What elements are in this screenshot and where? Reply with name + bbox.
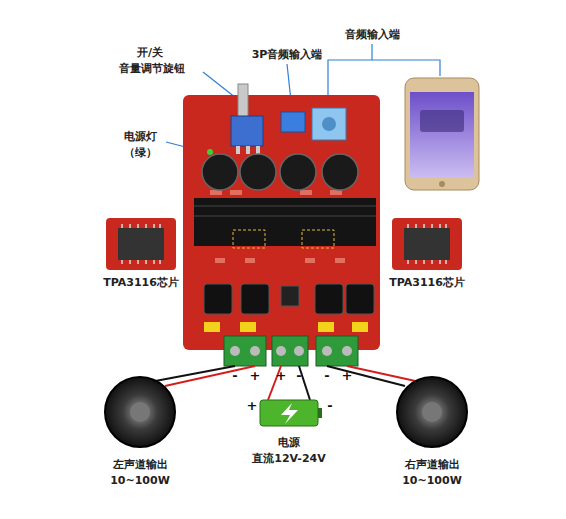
volume-knob bbox=[231, 84, 263, 154]
capacitors bbox=[202, 154, 358, 190]
inductors bbox=[204, 284, 374, 314]
heatsink bbox=[194, 198, 376, 248]
polarity-sign: + bbox=[342, 368, 353, 384]
callout-label: 电源灯 bbox=[124, 130, 157, 143]
polarity-sign: - bbox=[327, 398, 332, 414]
callout-label: 右声道输出 bbox=[405, 458, 460, 471]
pcb-board bbox=[183, 95, 380, 350]
callout-label: 电源 bbox=[278, 436, 300, 449]
polarity-sign: + bbox=[247, 398, 258, 414]
callout-label: （绿） bbox=[124, 146, 157, 159]
callout-label: 开/关 bbox=[137, 46, 163, 59]
battery bbox=[260, 400, 322, 426]
left-chip-icon bbox=[106, 218, 176, 270]
polarity-sign: - bbox=[324, 368, 329, 384]
polarity-sign: - bbox=[232, 368, 237, 384]
right-speaker bbox=[397, 377, 467, 447]
callout-label: 直流12V-24V bbox=[252, 452, 325, 465]
terminal-screws bbox=[230, 346, 352, 356]
power-led bbox=[207, 149, 213, 155]
speaker-wires bbox=[150, 366, 420, 400]
3p-connector bbox=[281, 112, 305, 132]
screw-terminals bbox=[224, 336, 358, 366]
callout-label: 音频输入端 bbox=[345, 28, 400, 41]
callout-label: 10~100W bbox=[402, 474, 462, 487]
callout-label: TPA3116芯片 bbox=[103, 276, 179, 289]
small-capacitors bbox=[204, 322, 368, 332]
callout-label: 10~100W bbox=[110, 474, 170, 487]
left-speaker bbox=[105, 377, 175, 447]
callout-label: 左声道输出 bbox=[113, 458, 168, 471]
callout-label: 音量调节旋钮 bbox=[119, 62, 185, 75]
polarity-sign: + bbox=[276, 368, 287, 384]
polarity-sign: + bbox=[250, 368, 261, 384]
phone bbox=[405, 78, 479, 190]
right-chip-icon bbox=[392, 218, 462, 270]
polarity-sign: - bbox=[296, 368, 301, 384]
audio-jack bbox=[312, 108, 346, 140]
callout-label: 3P音频输入端 bbox=[252, 48, 323, 61]
callout-label: TPA3116芯片 bbox=[389, 276, 465, 289]
